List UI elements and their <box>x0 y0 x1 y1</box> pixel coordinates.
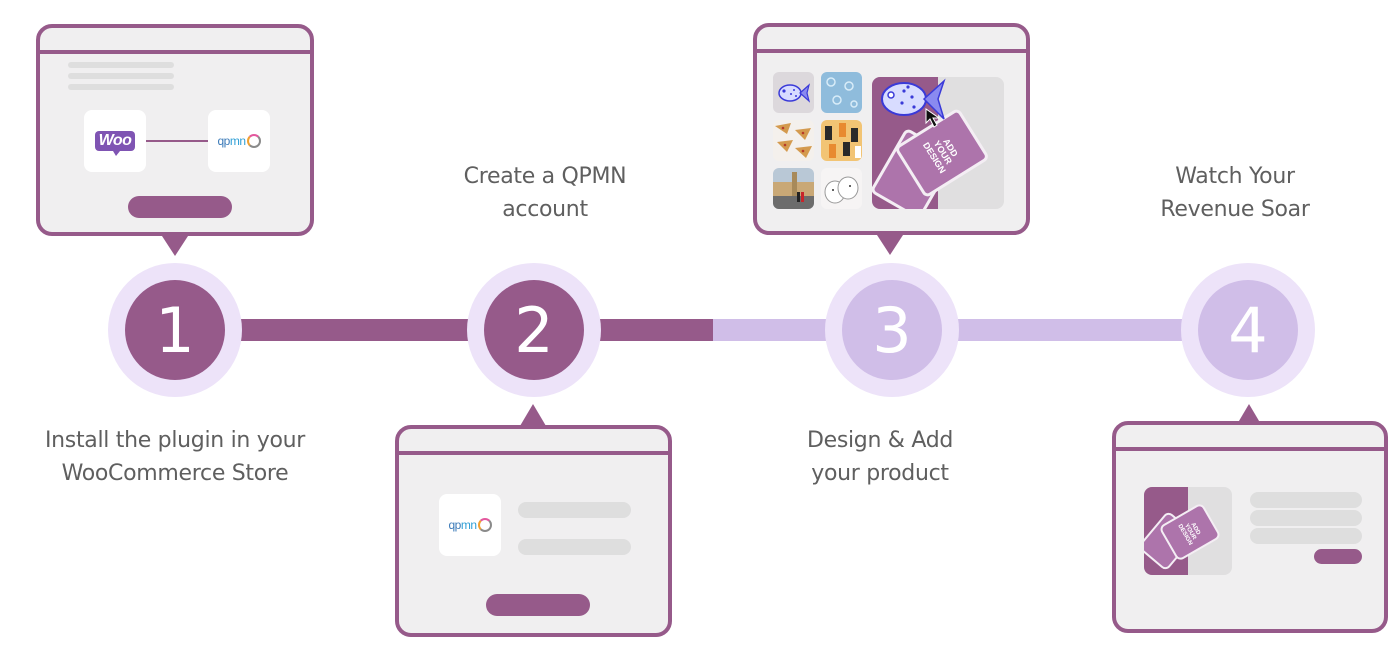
cursor-arrow-icon <box>925 108 941 128</box>
install-button-placeholder <box>128 196 232 218</box>
step-2-label: Create a QPMN account <box>420 160 670 226</box>
step-1-circle: 1 <box>108 263 242 397</box>
step-4-label-line2: Revenue Soar <box>1160 197 1310 222</box>
connection-line <box>146 140 208 142</box>
qpmn-logo-text: mn <box>229 134 246 148</box>
cats-icon <box>825 123 861 158</box>
step-3-label-line2: your product <box>811 461 949 486</box>
thumbnail-puppies <box>821 168 862 209</box>
window-title-bar <box>757 27 1026 53</box>
qpmn-logo-text: qp <box>448 518 461 532</box>
progress-track-completed <box>175 319 713 341</box>
step-3-illustration-window: ADD YOUR DESIGN <box>753 23 1030 235</box>
step-3-label: Design & Add your product <box>770 424 990 490</box>
window-title-bar <box>1116 425 1384 451</box>
fish-icon <box>778 83 811 103</box>
qpmn-ring-icon <box>246 134 261 148</box>
qpmn-logo-text: mn <box>460 518 477 532</box>
text-placeholder-line <box>68 73 174 79</box>
callout-pointer <box>877 235 903 255</box>
puppies-icon <box>824 176 859 204</box>
product-mockup: ADD YOUR DESIGN <box>872 77 1004 209</box>
thumbnail-cats-pattern <box>821 120 862 161</box>
text-placeholder-line <box>1250 492 1362 508</box>
card-text: ADD YOUR DESIGN <box>921 136 961 175</box>
step-1-label-line1: Install the plugin in your <box>44 428 306 453</box>
step-2-label-line1: Create a QPMN <box>463 164 627 189</box>
step-1-number: 1 <box>125 280 225 380</box>
step-4-circle: 4 <box>1181 263 1315 397</box>
progress-track-remaining <box>713 319 1248 341</box>
callout-pointer <box>162 236 188 256</box>
pattern-icon <box>826 77 858 108</box>
step-3-circle: 3 <box>825 263 959 397</box>
thumbnail-blue-pattern <box>821 72 862 113</box>
step-4-label: Watch Your Revenue Soar <box>1130 160 1340 226</box>
qpmn-ring-icon <box>477 518 492 532</box>
step-3-label-line1: Design & Add <box>806 428 954 453</box>
text-placeholder-line <box>1250 510 1362 526</box>
step-1-label: Install the plugin in your WooCommerce S… <box>20 424 330 490</box>
step-2-circle: 2 <box>467 263 601 397</box>
step-4-number: 4 <box>1198 280 1298 380</box>
text-placeholder-line <box>68 84 174 90</box>
card-text: ADD YOUR DESIGN <box>1176 521 1202 547</box>
london-icon <box>773 172 814 209</box>
window-title-bar <box>40 28 310 54</box>
step-1-label-line2: WooCommerce Store <box>61 461 289 486</box>
woo-logo-box: Woo <box>84 110 146 172</box>
signup-button-placeholder <box>486 594 590 616</box>
step-2-number: 2 <box>484 280 584 380</box>
callout-pointer <box>1236 404 1262 426</box>
pizza-icon <box>775 123 812 158</box>
thumbnail-fish <box>773 72 814 113</box>
woo-logo: Woo <box>94 131 136 156</box>
qpmn-logo-text: qp <box>217 134 230 148</box>
fish-design-icon <box>881 78 946 120</box>
text-placeholder-line <box>68 62 174 68</box>
thumbnail-pizza-pattern <box>773 120 814 161</box>
callout-pointer <box>520 404 546 426</box>
window-title-bar <box>399 429 668 455</box>
step-2-label-line2: account <box>502 197 588 222</box>
form-field-placeholder <box>518 539 631 555</box>
step-4-illustration-window: ADD YOUR DESIGN <box>1112 421 1388 633</box>
product-thumbnail: ADD YOUR DESIGN <box>1144 487 1232 575</box>
thumbnail-london-photo <box>773 168 814 209</box>
form-field-placeholder <box>518 502 631 518</box>
buy-button-placeholder <box>1314 549 1362 564</box>
step-3-number: 3 <box>842 280 942 380</box>
step-4-label-line1: Watch Your <box>1175 164 1295 189</box>
text-placeholder-line <box>1250 528 1362 544</box>
